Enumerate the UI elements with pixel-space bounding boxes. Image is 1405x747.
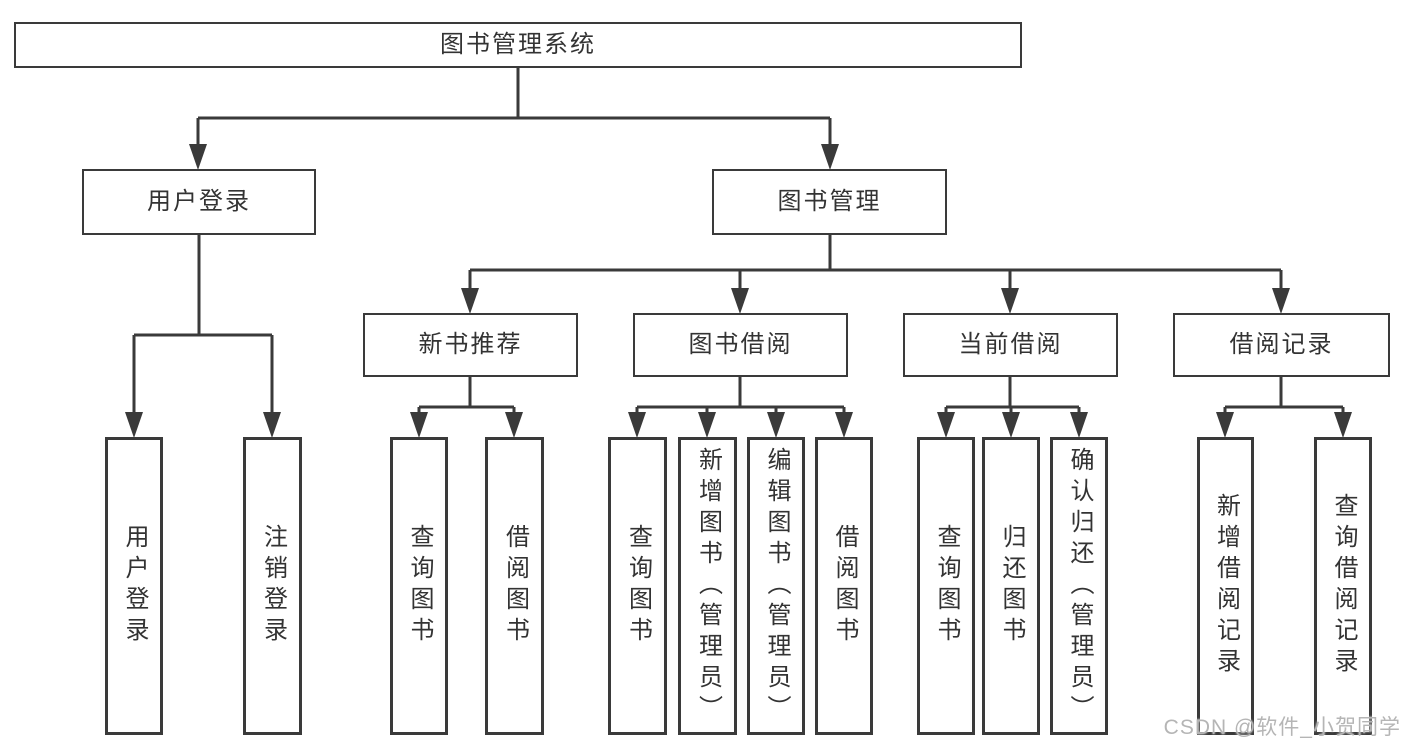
node-user-login: 用户登录 <box>82 169 316 235</box>
arrowhead-icon <box>698 412 716 438</box>
bus-records-to-leaves <box>1223 377 1345 414</box>
arrowhead-icon <box>1216 412 1234 438</box>
leaf-query-books: 查询图书 <box>608 437 667 735</box>
arrowhead-icon <box>189 144 207 170</box>
arrowhead-icon <box>461 288 479 314</box>
leaf-add-borrow-record: 新增借阅记录 <box>1197 437 1254 735</box>
arrowhead-icon <box>731 288 749 314</box>
arrowhead-icon <box>1070 412 1088 438</box>
leaf-query-borrow-record: 查询借阅记录 <box>1314 437 1372 735</box>
arrowhead-icon <box>1334 412 1352 438</box>
leaf-return-books: 归还图书 <box>982 437 1040 735</box>
leaf-borrow-books: 借阅图书 <box>815 437 873 735</box>
arrowhead-icon <box>1001 288 1019 314</box>
leaf-logout: 注销登录 <box>243 437 302 735</box>
node-borrow-records: 借阅记录 <box>1173 313 1390 377</box>
bus-current-to-leaves <box>944 377 1081 414</box>
arrowhead-icon <box>263 412 281 438</box>
leaf-query-books: 查询图书 <box>917 437 975 735</box>
arrowhead-icon <box>125 412 143 438</box>
leaf-user-login: 用户登录 <box>105 437 163 735</box>
arrowhead-icon <box>505 412 523 438</box>
arrowhead-icon <box>410 412 428 438</box>
arrowheads <box>125 144 1352 438</box>
leaf-query-books: 查询图书 <box>390 437 448 735</box>
bus-book-management-to-level3 <box>468 235 1283 290</box>
arrowhead-icon <box>937 412 955 438</box>
arrowhead-icon <box>1002 412 1020 438</box>
arrowhead-icon <box>821 144 839 170</box>
node-new-book-recommend: 新书推荐 <box>363 313 578 377</box>
leaf-confirm-return-admin: 确认归还（管理员） <box>1050 437 1108 735</box>
csdn-watermark: CSDN @软件_小贺同学 <box>1163 716 1401 739</box>
node-current-borrow: 当前借阅 <box>903 313 1118 377</box>
arrowhead-icon <box>835 412 853 438</box>
node-library-management-system: 图书管理系统 <box>14 22 1022 68</box>
arrowhead-icon <box>767 412 785 438</box>
leaf-borrow-books: 借阅图书 <box>485 437 544 735</box>
bus-borrow-to-leaves <box>635 377 846 414</box>
leaf-edit-books-admin: 编辑图书（管理员） <box>747 437 805 735</box>
node-book-management: 图书管理 <box>712 169 947 235</box>
arrowhead-icon <box>628 412 646 438</box>
bus-root-to-level2 <box>196 68 832 146</box>
arrowhead-icon <box>1272 288 1290 314</box>
bus-user-login-to-leaves <box>132 235 274 414</box>
node-book-borrow: 图书借阅 <box>633 313 848 377</box>
leaf-add-books-admin: 新增图书（管理员） <box>678 437 737 735</box>
bus-recommend-to-leaves <box>417 377 516 414</box>
